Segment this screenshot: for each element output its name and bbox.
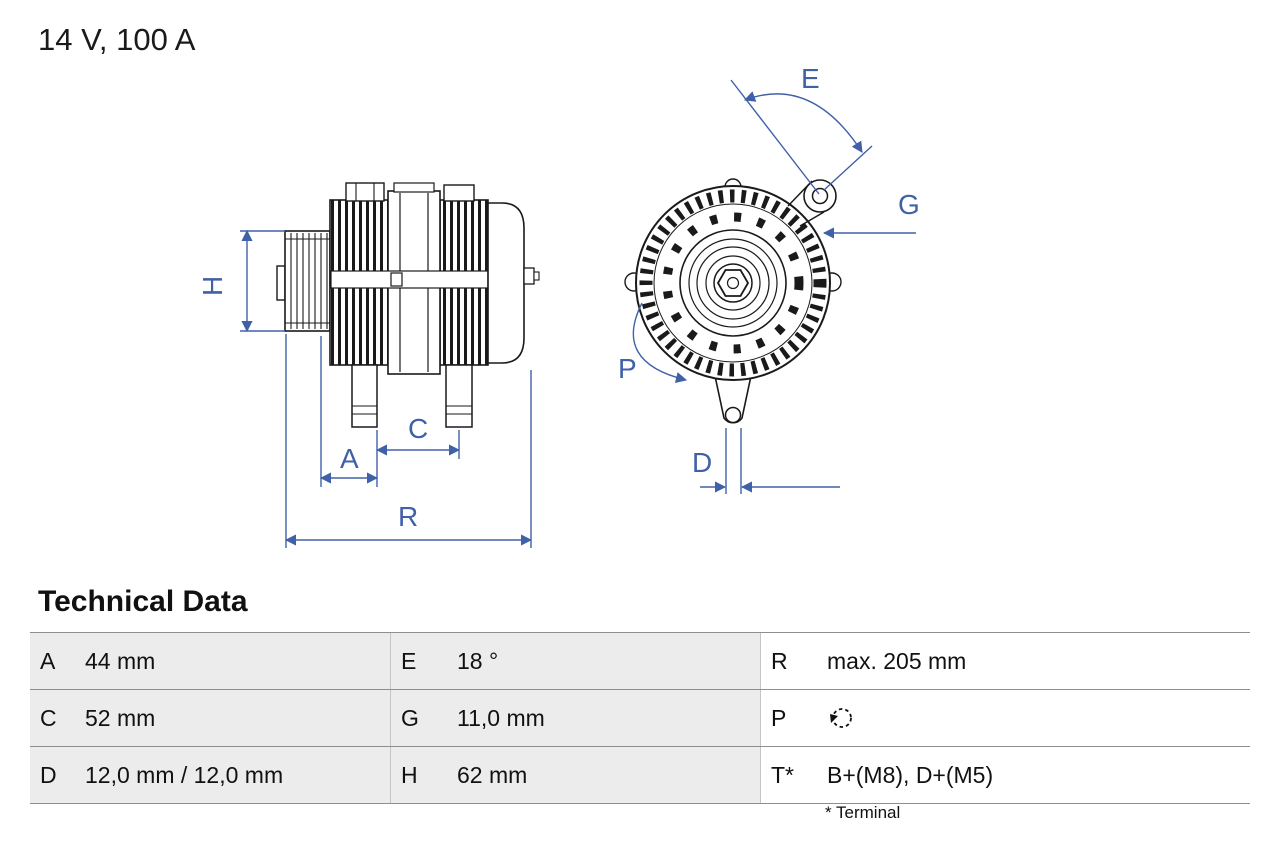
rear-cover [487,202,525,364]
tech-value-cell: 12,0 mm / 12,0 mm [75,747,390,803]
dim-label-p: P [618,353,637,384]
technical-data-title: Technical Data [38,585,248,618]
dim-label-e: E [801,63,820,94]
dim-label-a: A [340,443,359,474]
mounting-foot [445,364,473,428]
front-view [624,178,842,424]
top-lug [443,184,475,202]
tech-value-cell: 52 mm [75,690,390,746]
alternator-technical-drawing: H A C R [197,63,920,548]
tech-value-cell [817,690,1250,746]
dimension-P: P [618,302,688,384]
tech-key-cell: A [30,633,75,689]
dimension-A: A [319,336,379,487]
vent-slots-outer [639,189,827,377]
dim-label-g: G [898,189,920,220]
tech-key-cell: C [30,690,75,746]
tech-key-cell: R [760,633,817,689]
dim-label-r: R [398,501,418,532]
table-row: C 52 mm G 11,0 mm P [30,690,1250,747]
dim-label-h: H [197,276,228,296]
vent-slots-inner [662,212,804,354]
dimension-G: G [822,189,920,239]
tech-key-cell: T* [760,747,817,803]
dimension-C: C [375,413,461,459]
rotation-arrow [632,302,688,384]
top-ear-hole [811,187,829,205]
tech-value-cell: 11,0 mm [447,690,760,746]
tech-value-cell: max. 205 mm [817,633,1250,689]
tech-key-cell: P [760,690,817,746]
dimension-H: H [197,229,285,333]
page-title: 14 V, 100 A [38,22,196,57]
side-view [276,182,540,428]
tech-value-cell: 44 mm [75,633,390,689]
bottom-ear-hole [724,406,742,424]
tech-value-cell: B+(M8), D+(M5) [817,747,1250,803]
shaft-nut [716,269,750,297]
pulley [284,230,331,332]
tech-key-cell: E [390,633,447,689]
dimension-E: E [730,63,873,195]
dimension-D: D [692,428,840,494]
dim-label-d: D [692,447,712,478]
terminal-footnote: * Terminal [825,803,901,822]
tech-key-cell: G [390,690,447,746]
tech-key-cell: D [30,747,75,803]
table-row: D 12,0 mm / 12,0 mm H 62 mm T* B+(M8), D… [30,747,1250,804]
tech-value-cell: 18 ° [447,633,760,689]
dim-label-c: C [408,413,428,444]
top-lug [345,182,385,202]
mounting-foot [351,364,378,428]
table-row: A 44 mm E 18 ° R max. 205 mm [30,633,1250,690]
technical-data-table: A 44 mm E 18 ° R max. 205 mm C 52 mm G 1… [30,632,1250,804]
tech-value-cell: 62 mm [447,747,760,803]
b-plus-terminal [523,267,535,285]
rotation-direction-icon [830,708,852,728]
tech-key-cell: H [390,747,447,803]
dimension-R: R [284,334,533,548]
